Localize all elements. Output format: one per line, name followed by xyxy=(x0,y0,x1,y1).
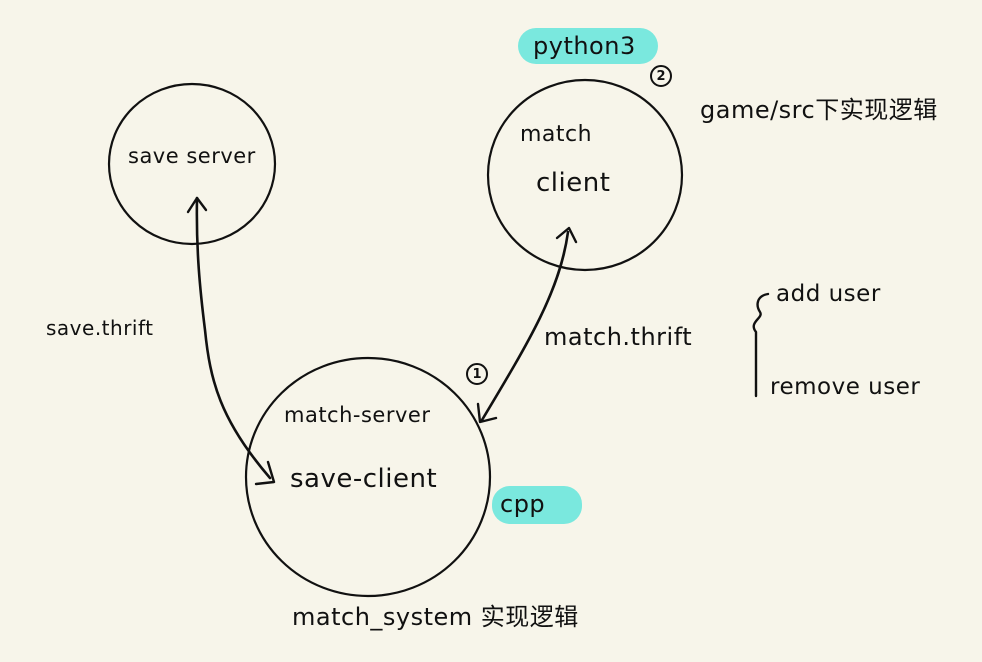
match-system-node-circle xyxy=(244,356,492,598)
game-src-annotation: game/src下实现逻辑 xyxy=(700,96,938,124)
arrowhead-down-icon xyxy=(476,402,498,424)
arrowhead-down-icon xyxy=(254,460,276,486)
cpp-language-tag: cpp xyxy=(500,490,546,518)
match-client-node-circle xyxy=(486,78,684,272)
match-client-label-line1: match xyxy=(520,122,593,147)
arrowhead-up-icon xyxy=(186,196,208,214)
brace-icon xyxy=(752,292,770,398)
save-thrift-label: save.thrift xyxy=(46,316,154,340)
step-1-badge: 1 xyxy=(466,363,488,385)
arrowhead-up-icon xyxy=(555,226,578,244)
match-client-label-line2: client xyxy=(536,168,611,198)
save-thrift-edge xyxy=(195,196,272,480)
save-server-node-circle xyxy=(107,82,277,246)
method-add-user: add user xyxy=(776,281,881,307)
save-server-label: save server xyxy=(128,144,256,168)
python-highlight xyxy=(518,28,658,64)
cpp-highlight xyxy=(492,486,582,524)
match-thrift-label: match.thrift xyxy=(544,323,693,351)
save-client-label: save-client xyxy=(290,464,438,494)
match-thrift-edge xyxy=(480,230,570,422)
match-server-label: match-server xyxy=(284,403,431,427)
python-language-tag: python3 xyxy=(533,32,636,60)
step-2-badge: 2 xyxy=(650,65,672,87)
method-remove-user: remove user xyxy=(770,374,921,400)
match-system-annotation: match_system 实现逻辑 xyxy=(292,603,579,631)
